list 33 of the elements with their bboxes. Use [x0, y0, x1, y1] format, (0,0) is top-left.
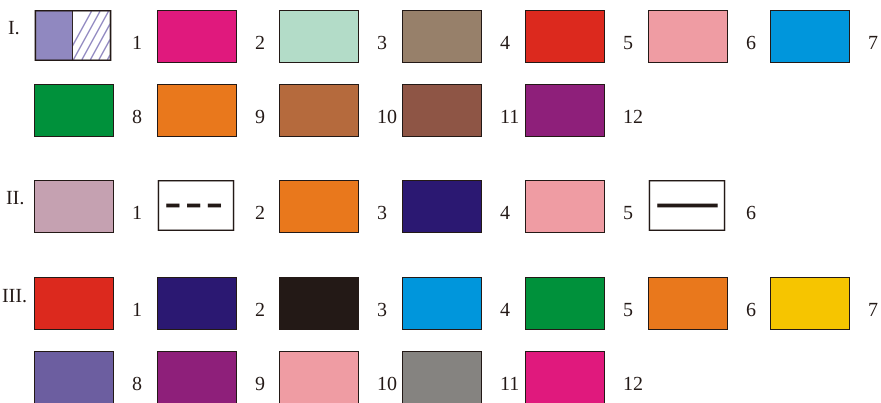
legend-number: 7	[868, 298, 878, 322]
legend-number: 1	[132, 31, 142, 55]
legend-number: 6	[746, 31, 756, 55]
legend-number: 11	[500, 372, 520, 396]
legend-number: 5	[623, 298, 633, 322]
legend-number: 3	[377, 201, 387, 225]
legend-number: 9	[255, 372, 265, 396]
legend-number: 8	[132, 372, 142, 396]
legend-number: 10	[377, 105, 397, 129]
section-label: III.	[2, 284, 27, 308]
legend-number: 4	[500, 298, 510, 322]
legend-number: 6	[746, 201, 756, 225]
legend-number: 9	[255, 105, 265, 129]
legend-number: 3	[377, 31, 387, 55]
legend-number: 8	[132, 105, 142, 129]
legend-number: 1	[132, 201, 142, 225]
legend-number: 4	[500, 31, 510, 55]
legend-number: 5	[623, 31, 633, 55]
legend-number: 6	[746, 298, 756, 322]
section-label: I.	[8, 16, 20, 40]
legend-number: 1	[132, 298, 142, 322]
legend-number: 12	[623, 372, 643, 396]
legend-number: 7	[868, 31, 878, 55]
legend-number: 2	[255, 298, 265, 322]
legend-number: 3	[377, 298, 387, 322]
legend-number: 11	[500, 105, 520, 129]
section-label: II.	[6, 186, 24, 210]
legend-number: 10	[377, 372, 397, 396]
legend-number: 4	[500, 201, 510, 225]
legend-number: 12	[623, 105, 643, 129]
legend-number: 2	[255, 201, 265, 225]
legend-number: 5	[623, 201, 633, 225]
legend-number: 2	[255, 31, 265, 55]
